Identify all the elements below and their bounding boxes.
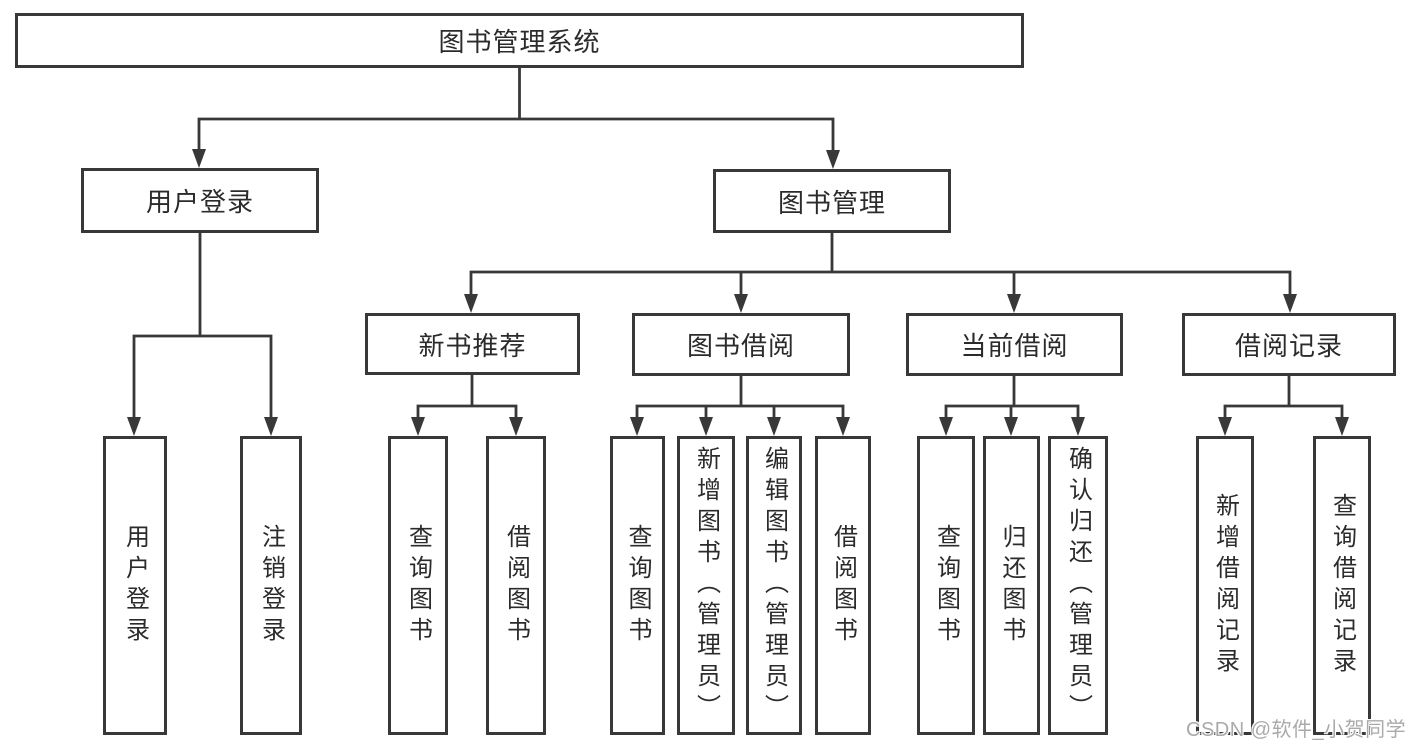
node-leaf-user-login: 用户登录	[103, 436, 167, 735]
arrowheads	[127, 149, 1349, 436]
node-leaf-logout: 注销登录	[240, 436, 302, 735]
leaf-label: 注销登录	[257, 523, 285, 648]
node-leaf-query-book-recommend: 查询图书	[388, 436, 448, 735]
node-leaf-query-book-current: 查询图书	[917, 436, 975, 735]
leaf-label: 查询图书	[932, 523, 960, 648]
node-leaf-add-borrow-record: 新增借阅记录	[1196, 436, 1254, 735]
leaf-label: 归还图书	[998, 523, 1025, 648]
leaf-label: 借阅图书	[502, 523, 530, 648]
node-leaf-return-book: 归还图书	[983, 436, 1040, 735]
node-current-borrow: 当前借阅	[906, 313, 1123, 376]
node-user-login: 用户登录	[81, 168, 319, 233]
node-leaf-edit-book-admin: 编辑图书（管理员）	[746, 436, 802, 735]
leaf-label: 编辑图书（管理员）	[760, 446, 788, 725]
node-book-borrow: 图书借阅	[632, 313, 850, 376]
leaf-label: 借阅图书	[829, 523, 857, 648]
leaf-label: 确认归还（管理员）	[1064, 446, 1092, 725]
node-leaf-query-borrow-record: 查询借阅记录	[1313, 436, 1371, 735]
node-new-book-recommend: 新书推荐	[365, 313, 580, 375]
leaf-label: 用户登录	[121, 523, 149, 648]
connector-strokes	[132, 68, 1344, 420]
node-root-system: 图书管理系统	[15, 13, 1024, 68]
node-leaf-confirm-return-admin: 确认归还（管理员）	[1048, 436, 1108, 735]
leaf-label: 新增借阅记录	[1211, 492, 1239, 679]
leaf-label: 查询图书	[404, 523, 432, 648]
leaf-label: 查询图书	[624, 523, 651, 648]
node-leaf-borrow-book-recommend: 借阅图书	[486, 436, 546, 735]
leaf-label: 新增图书（管理员）	[692, 446, 720, 725]
node-leaf-query-book-borrow: 查询图书	[610, 436, 665, 735]
node-leaf-add-book-admin: 新增图书（管理员）	[677, 436, 735, 735]
node-book-management: 图书管理	[713, 169, 951, 233]
leaf-label: 查询借阅记录	[1328, 492, 1356, 679]
node-leaf-borrow-book: 借阅图书	[815, 436, 871, 735]
csdn-watermark: CSDN @软件_小贺同学	[1186, 719, 1405, 741]
node-borrow-record: 借阅记录	[1182, 313, 1396, 376]
